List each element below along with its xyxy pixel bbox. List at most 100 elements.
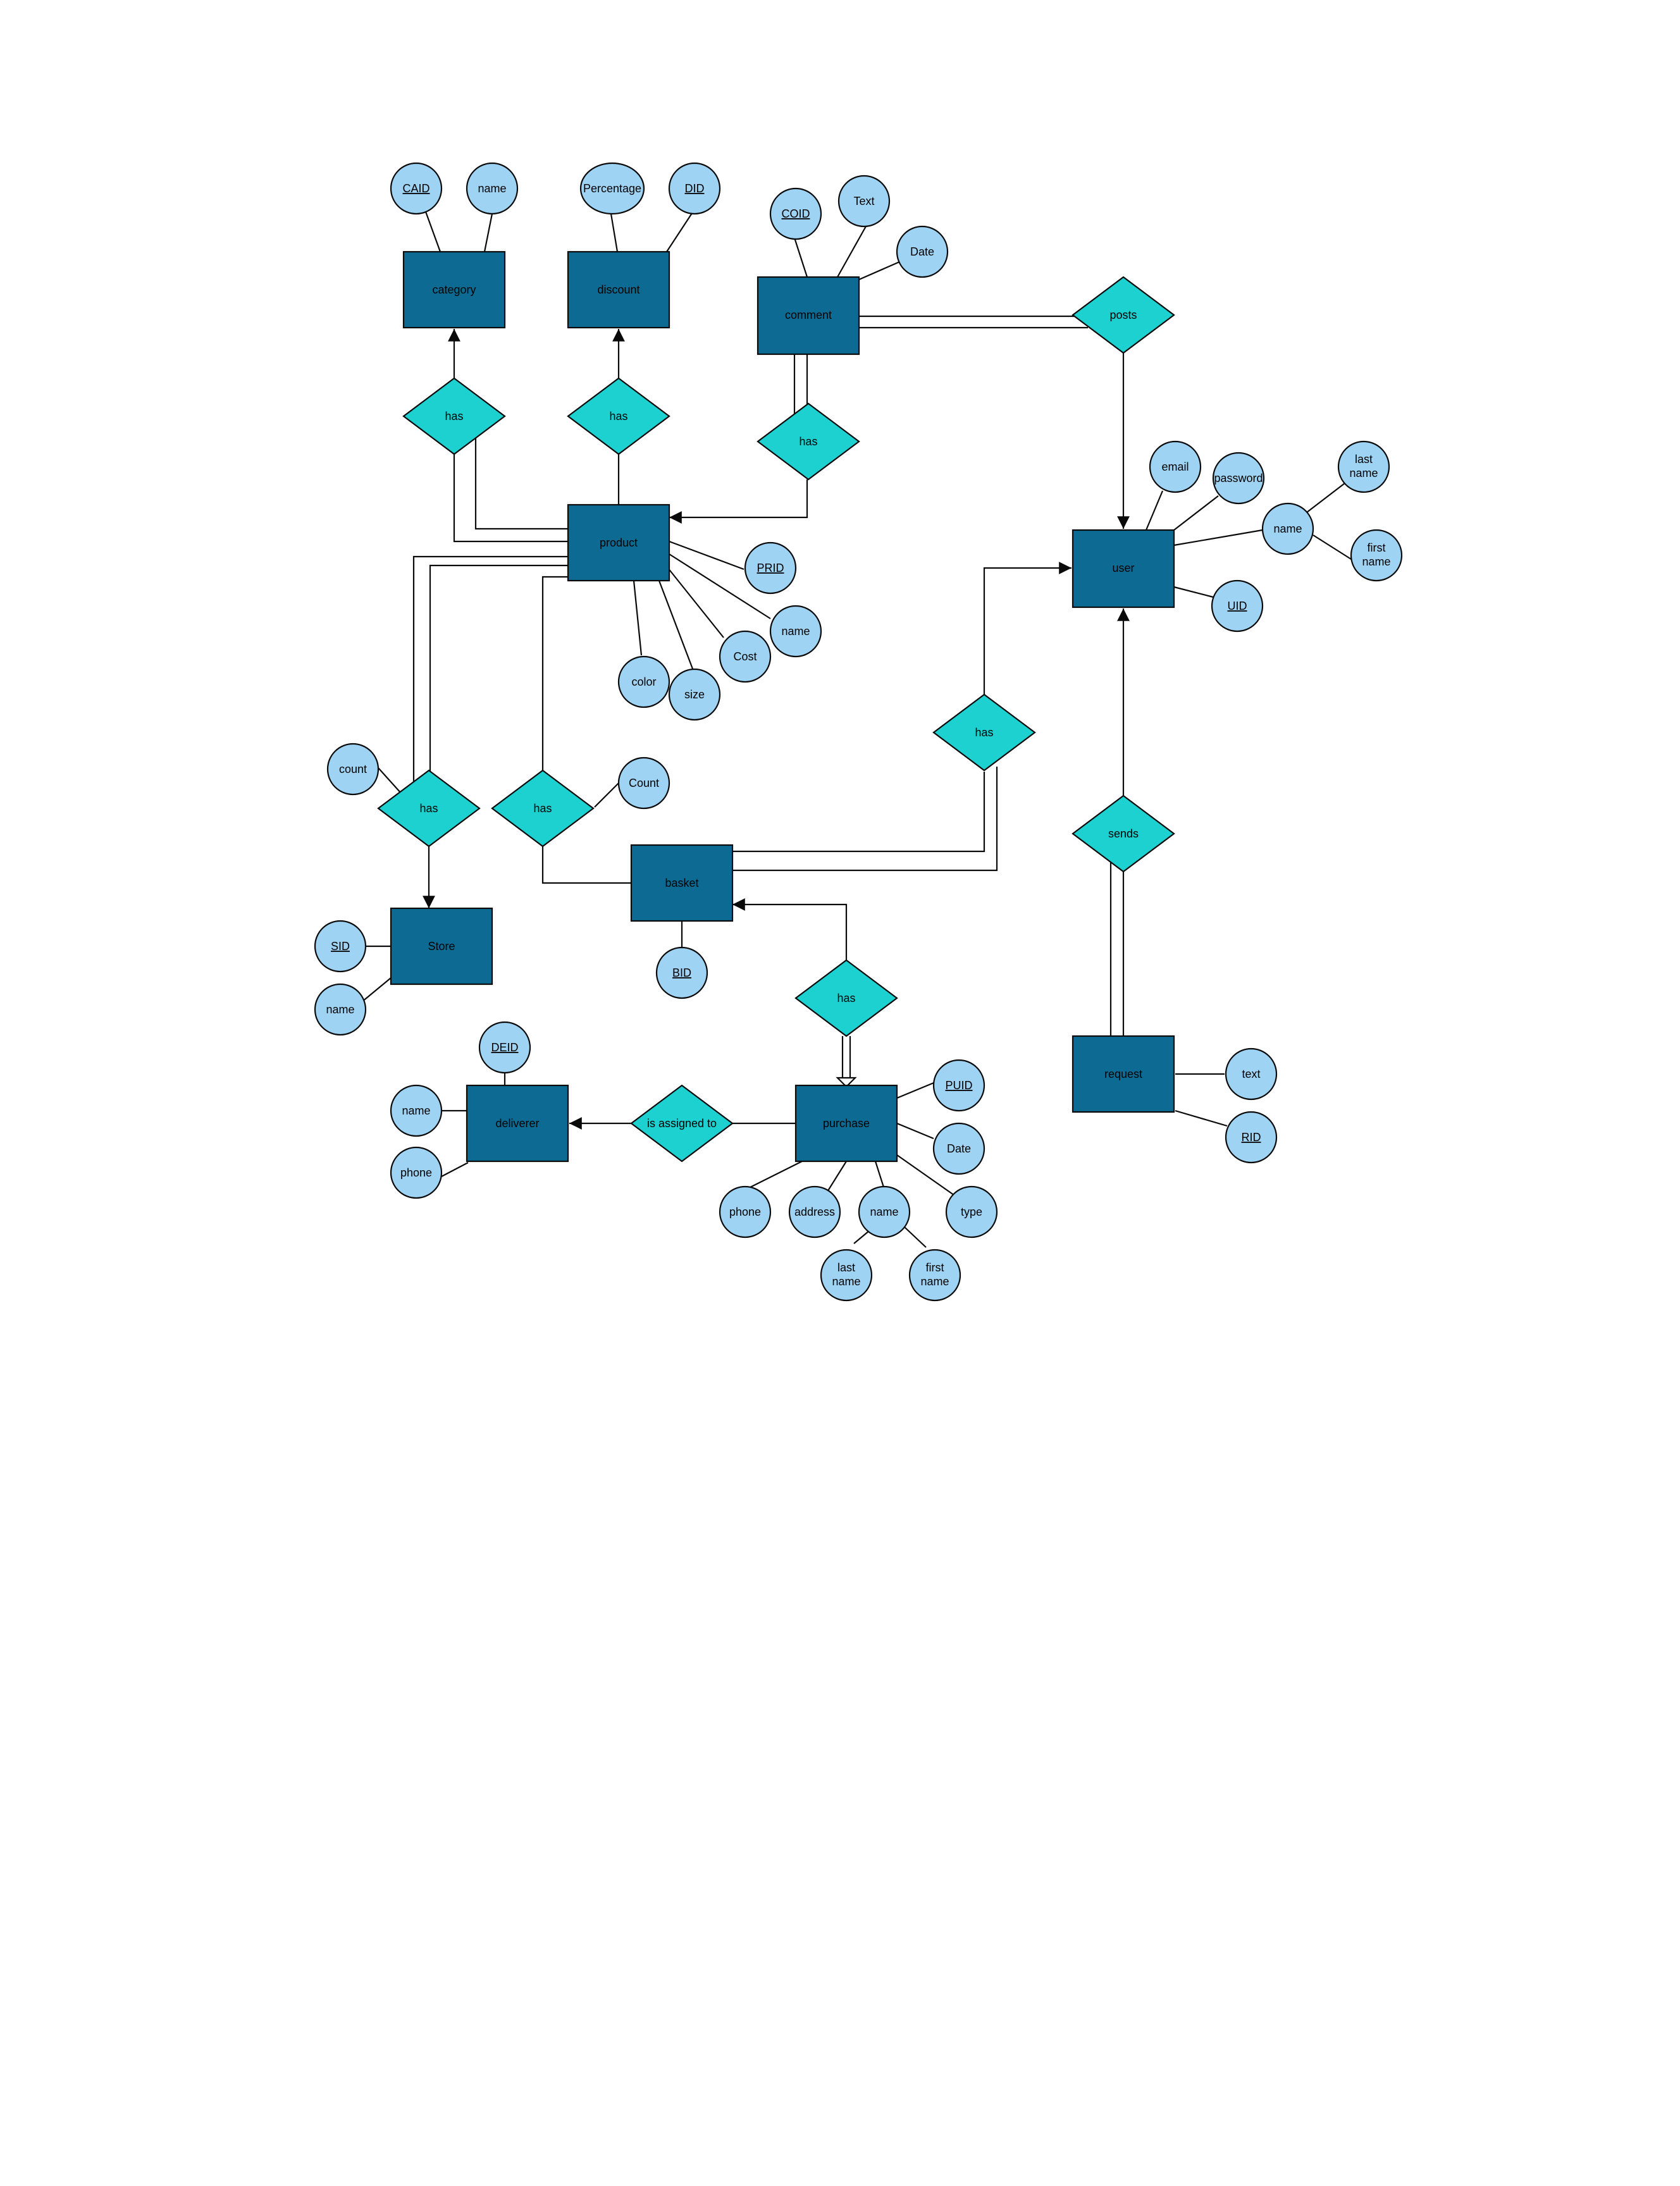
attr-product-cost[interactable]: Cost <box>719 630 772 683</box>
entity-discount[interactable]: discount <box>567 250 670 329</box>
entity-category[interactable]: category <box>402 250 506 329</box>
attr-discount-did-label: DID <box>685 182 705 195</box>
rel-is-assigned-to[interactable]: is assigned to <box>630 1084 734 1163</box>
entity-comment[interactable]: comment <box>757 276 860 355</box>
line-name-firstname <box>1312 534 1352 560</box>
attr-discount-did[interactable]: DID <box>668 162 721 215</box>
line-deliverer-phone <box>441 1162 469 1177</box>
attr-purchase-type-label: type <box>961 1206 982 1218</box>
attr-purchase-name-label: name <box>870 1206 898 1218</box>
attr-purchase-puid-label: PUID <box>945 1079 972 1092</box>
attr-user-last-name[interactable]: last name <box>1337 440 1390 493</box>
attr-purchase-date[interactable]: Date <box>932 1122 985 1175</box>
attr-user-password[interactable]: password <box>1212 452 1265 505</box>
rel-has-user-basket[interactable]: has <box>932 693 1036 772</box>
attr-comment-text[interactable]: Text <box>837 175 891 228</box>
attr-purchase-name[interactable]: name <box>858 1185 911 1238</box>
rel-has-store-label: has <box>419 802 438 815</box>
attr-store-sid[interactable]: SID <box>314 920 367 973</box>
attr-comment-coid[interactable]: COID <box>769 187 822 240</box>
attr-purchase-last-name[interactable]: last name <box>820 1249 873 1302</box>
line-discount-percentage <box>610 213 619 252</box>
attr-store-count-label: count <box>339 763 367 775</box>
rel-has-store[interactable]: has <box>377 769 481 848</box>
rel-has-purchase[interactable]: has <box>794 959 898 1037</box>
attr-purchase-address[interactable]: address <box>788 1185 841 1238</box>
line-user-password <box>1173 495 1219 531</box>
attr-discount-percentage[interactable]: Percentage <box>579 162 645 215</box>
entity-basket[interactable]: basket <box>630 844 734 922</box>
line-store-name <box>361 977 392 1003</box>
rel-sends[interactable]: sends <box>1072 794 1175 873</box>
attr-category-name[interactable]: name <box>466 162 519 215</box>
attr-basket-count[interactable]: Count <box>617 756 670 810</box>
entity-store[interactable]: Store <box>390 907 493 985</box>
line-name-lastname <box>1306 483 1345 513</box>
attr-purchase-type[interactable]: type <box>945 1185 998 1238</box>
attr-purchase-phone[interactable]: phone <box>719 1185 772 1238</box>
attr-comment-date[interactable]: Date <box>896 225 949 278</box>
attr-product-prid[interactable]: PRID <box>744 541 797 595</box>
entity-purchase[interactable]: purchase <box>794 1084 898 1163</box>
rel-has-comment[interactable]: has <box>757 402 860 481</box>
attr-deliverer-phone-label: phone <box>400 1166 432 1179</box>
attr-category-name-label: name <box>478 182 506 195</box>
entity-product[interactable]: product <box>567 503 670 582</box>
line-purchase-name <box>874 1161 886 1190</box>
line-product-has-store-a <box>412 555 568 786</box>
line-discount-did <box>666 211 694 252</box>
line-basket-has-user-b <box>731 767 998 872</box>
attr-purchase-phone-label: phone <box>729 1206 761 1218</box>
line-product-has-store-b <box>429 564 568 781</box>
attr-product-size[interactable]: size <box>668 668 721 721</box>
attr-user-first-name-label-1: first <box>1368 541 1386 554</box>
attr-category-caid[interactable]: CAID <box>390 162 443 215</box>
attr-product-name[interactable]: name <box>769 605 822 658</box>
rel-has-category[interactable]: has <box>402 377 506 455</box>
rel-has-category-label: has <box>445 410 463 423</box>
line-purchase-phone <box>746 1161 803 1190</box>
attr-user-password-label: password <box>1214 472 1263 485</box>
connectors <box>361 209 1352 1248</box>
entity-store-label: Store <box>428 940 455 953</box>
rel-has-discount[interactable]: has <box>567 377 670 455</box>
attr-purchase-first-name[interactable]: first name <box>908 1249 961 1302</box>
attr-request-rid[interactable]: RID <box>1225 1111 1278 1164</box>
attr-user-first-name[interactable]: first name <box>1350 529 1403 582</box>
attr-store-name[interactable]: name <box>314 983 367 1036</box>
entity-deliverer[interactable]: deliverer <box>466 1084 569 1163</box>
entity-product-label: product <box>600 536 638 549</box>
entity-request[interactable]: request <box>1072 1035 1175 1113</box>
attr-user-email[interactable]: email <box>1149 440 1202 493</box>
attr-deliverer-deid[interactable]: DEID <box>478 1021 531 1074</box>
line-user-name <box>1173 529 1263 546</box>
rel-is-assigned-to-label: is assigned to <box>647 1117 717 1130</box>
line-purchase-puid <box>896 1082 934 1099</box>
entity-deliverer-label: deliverer <box>495 1117 539 1130</box>
attr-user-uid[interactable]: UID <box>1211 579 1264 633</box>
attr-deliverer-phone[interactable]: phone <box>390 1146 443 1199</box>
attr-request-text[interactable]: text <box>1225 1047 1278 1101</box>
line-category-name <box>483 213 493 252</box>
line-product-has-category-b <box>474 435 568 530</box>
attr-request-text-label: text <box>1242 1068 1260 1080</box>
entity-request-label: request <box>1104 1068 1142 1080</box>
rel-has-user-basket-label: has <box>975 726 993 739</box>
attr-deliverer-name[interactable]: name <box>390 1084 443 1137</box>
line-comment-has-product <box>669 479 808 524</box>
attr-purchase-puid[interactable]: PUID <box>932 1059 985 1112</box>
rel-posts[interactable]: posts <box>1072 276 1175 354</box>
rel-has-purchase-label: has <box>837 992 855 1004</box>
attr-basket-bid[interactable]: BID <box>655 946 708 999</box>
attr-comment-coid-label: COID <box>782 207 810 220</box>
line-has-basket-basket <box>541 845 631 884</box>
attr-purchase-date-label: Date <box>947 1142 971 1155</box>
line-purchase-address <box>827 1161 847 1192</box>
attr-product-color[interactable]: color <box>617 655 670 708</box>
hollow-arrow-purchase <box>836 1077 857 1088</box>
attr-store-count[interactable]: count <box>326 743 380 796</box>
entity-user[interactable]: user <box>1072 529 1175 608</box>
attr-user-name[interactable]: name <box>1261 502 1314 555</box>
rel-has-basket-product[interactable]: has <box>491 769 595 848</box>
entity-category-label: category <box>432 283 476 296</box>
